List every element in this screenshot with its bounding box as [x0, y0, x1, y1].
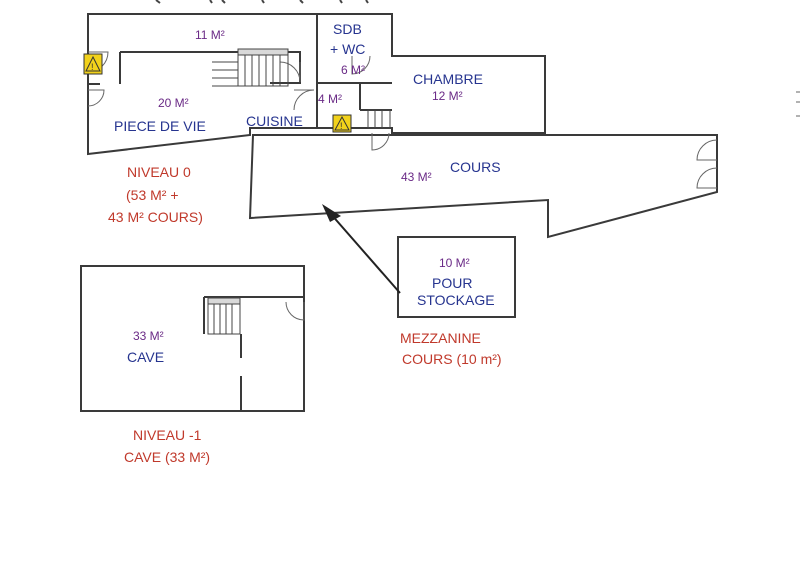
room-area-top: 11 M² [195, 28, 225, 42]
stairs-ground [212, 48, 391, 129]
room-name-pour: POUR [432, 275, 472, 291]
scan-marks [796, 91, 800, 117]
room-name-sdb: SDB [333, 21, 362, 37]
room-name-cuisine: CUISINE [246, 113, 303, 129]
room-name-wc: + WC [330, 41, 365, 57]
level-label-niveau0: NIVEAU 0 [127, 164, 191, 180]
warning-icon: ! [332, 114, 352, 133]
cours-outline [248, 134, 718, 239]
level-label-niveau0-cours: 43 M² COURS) [108, 209, 203, 225]
room-name-cours: COURS [450, 159, 501, 175]
room-name-cave: CAVE [127, 349, 164, 365]
svg-text:!: ! [340, 121, 343, 131]
basement-walls [80, 265, 305, 412]
room-area-small: 4 M² [318, 92, 342, 106]
level-label-niveau-minus1: NIVEAU -1 [133, 427, 202, 443]
main-house-outline [87, 13, 546, 156]
room-name-piece: PIECE DE VIE [114, 118, 206, 134]
room-area-chambre: 12 M² [432, 89, 463, 103]
svg-text:!: ! [91, 62, 94, 72]
warning-icon: ! [83, 53, 103, 75]
level-label-mezzanine: MEZZANINE [400, 330, 481, 346]
room-area-sdb: 6 M² [341, 63, 365, 77]
room-name-stockage: STOCKAGE [417, 292, 495, 308]
cave-outline [80, 265, 305, 412]
door-basement [285, 301, 305, 321]
level-label-mezzanine-cours: COURS (10 m²) [402, 351, 502, 367]
room-area-cours: 43 M² [401, 170, 432, 184]
arrow-icon [322, 204, 401, 294]
ground-floor-walls [87, 13, 546, 156]
room-area-stockage: 10 M² [439, 256, 470, 270]
room-name-chambre: CHAMBRE [413, 71, 483, 87]
mezzanine-outline [397, 236, 516, 318]
room-area-piece: 20 M² [158, 96, 189, 110]
stairs-basement [207, 297, 241, 335]
cut-off-header [150, 0, 380, 4]
level-label-cave: CAVE (33 M²) [124, 449, 210, 465]
room-area-cave: 33 M² [133, 329, 164, 343]
level-label-niveau0-area: (53 M² + [126, 187, 179, 203]
